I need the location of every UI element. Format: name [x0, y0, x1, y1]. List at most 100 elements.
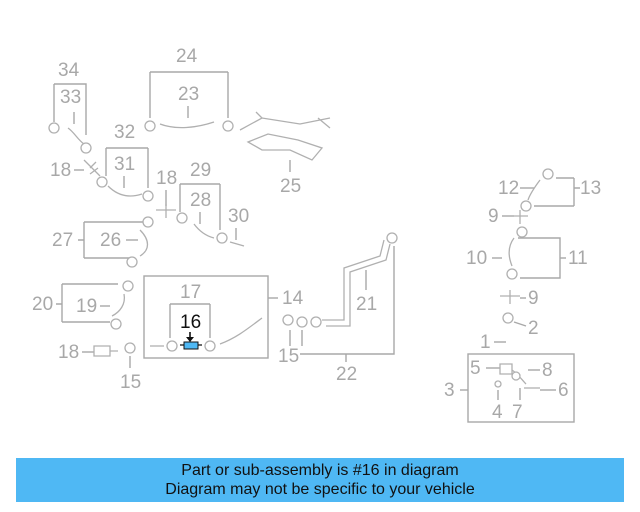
callout-18b: 18	[156, 168, 177, 189]
group-box-14	[143, 275, 269, 359]
callout-7: 7	[512, 402, 523, 423]
info-banner: Part or sub-assembly is #16 in diagram D…	[16, 458, 624, 502]
leader-32	[105, 147, 149, 188]
leader-2	[513, 321, 527, 327]
callout-21: 21	[356, 294, 377, 315]
callout-9b: 9	[528, 288, 539, 309]
callout-4: 4	[492, 402, 503, 423]
callout-31: 31	[114, 154, 135, 175]
leader-22-frame	[300, 246, 395, 355]
clamp-part	[176, 212, 188, 224]
hose-part	[159, 121, 215, 129]
leader-27	[78, 221, 148, 259]
callout-6: 6	[558, 380, 569, 401]
callout-5: 5	[470, 358, 481, 379]
clamp-part	[204, 340, 216, 352]
callout-18c: 18	[58, 342, 79, 363]
clamp-part	[296, 316, 308, 328]
callout-25: 25	[280, 176, 301, 197]
callout-17: 17	[180, 282, 201, 303]
callout-16-highlighted: 16	[180, 312, 201, 333]
pipe-part	[322, 239, 391, 327]
clamp-part	[110, 318, 122, 330]
callout-28: 28	[190, 190, 211, 211]
fitting-part	[514, 210, 528, 224]
arrow-16	[186, 337, 194, 342]
hose-part	[67, 127, 85, 145]
clamp-part	[122, 280, 134, 292]
connector-part	[229, 241, 245, 247]
callout-27: 27	[52, 230, 73, 251]
clamp-part	[516, 226, 528, 238]
callout-20: 20	[32, 294, 53, 315]
callout-3: 3	[444, 380, 455, 401]
hose-part	[219, 317, 263, 345]
hose-part	[111, 293, 126, 317]
clamp-part	[166, 340, 178, 352]
clamp-part	[126, 256, 138, 268]
callout-33: 33	[60, 87, 81, 108]
callout-10: 10	[466, 248, 487, 269]
connector-part	[83, 159, 101, 177]
callout-15a: 15	[120, 372, 141, 393]
clamp-part	[124, 342, 136, 354]
hose-part	[508, 237, 515, 267]
callout-34: 34	[58, 60, 80, 81]
clamp-part	[386, 232, 398, 244]
clamp-part	[144, 120, 156, 132]
callout-13: 13	[580, 178, 601, 199]
callout-22: 22	[336, 364, 357, 385]
leader-11-frame	[518, 237, 561, 279]
tee-part	[156, 204, 176, 218]
hose-part	[107, 185, 143, 197]
leader-29	[179, 183, 221, 230]
leader-24	[149, 71, 229, 118]
callout-8: 8	[542, 360, 553, 381]
clamp-part	[222, 120, 234, 132]
clamp-part	[494, 380, 502, 388]
clamp-part	[48, 122, 60, 134]
fitting-part	[500, 290, 520, 304]
callout-12: 12	[498, 178, 519, 199]
clamp-part	[216, 232, 228, 244]
callout-14: 14	[282, 288, 304, 309]
banner-line-2: Diagram may not be specific to your vehi…	[165, 481, 475, 498]
callout-1: 1	[480, 332, 491, 353]
leader-17	[169, 303, 211, 338]
clamp-part	[142, 216, 154, 228]
callout-32: 32	[114, 122, 135, 143]
part-16-highlighted[interactable]	[183, 341, 199, 350]
clamp-part	[282, 314, 294, 326]
clamp-part	[506, 268, 518, 280]
callout-15b: 15	[278, 346, 299, 367]
clamp-part	[310, 316, 322, 328]
clamp-part	[80, 142, 92, 154]
clamp-part	[542, 168, 554, 180]
leader-34	[53, 83, 87, 135]
callout-23: 23	[178, 84, 199, 105]
bracket-frame-part	[239, 111, 331, 161]
clamp-part	[511, 371, 521, 381]
callout-9a: 9	[488, 206, 499, 227]
callout-11: 11	[568, 248, 588, 269]
callout-19: 19	[76, 296, 97, 317]
leader-13	[534, 177, 580, 207]
clamp-part	[142, 190, 154, 202]
callout-18a: 18	[50, 160, 71, 181]
callout-24: 24	[176, 46, 198, 67]
callout-29: 29	[190, 160, 211, 181]
banner-line-1: Part or sub-assembly is #16 in diagram	[181, 462, 459, 479]
valve-part	[93, 345, 118, 357]
callout-2: 2	[528, 318, 539, 339]
callout-26: 26	[100, 230, 121, 251]
hose-part	[527, 179, 541, 201]
leader-15b	[289, 330, 303, 346]
group-box-3	[467, 353, 575, 423]
leader-20	[56, 283, 118, 323]
clamp-part	[520, 200, 532, 212]
callout-30: 30	[228, 206, 249, 227]
clamp-part	[96, 176, 108, 188]
hose-part	[139, 229, 149, 257]
clamp-part	[502, 312, 514, 324]
